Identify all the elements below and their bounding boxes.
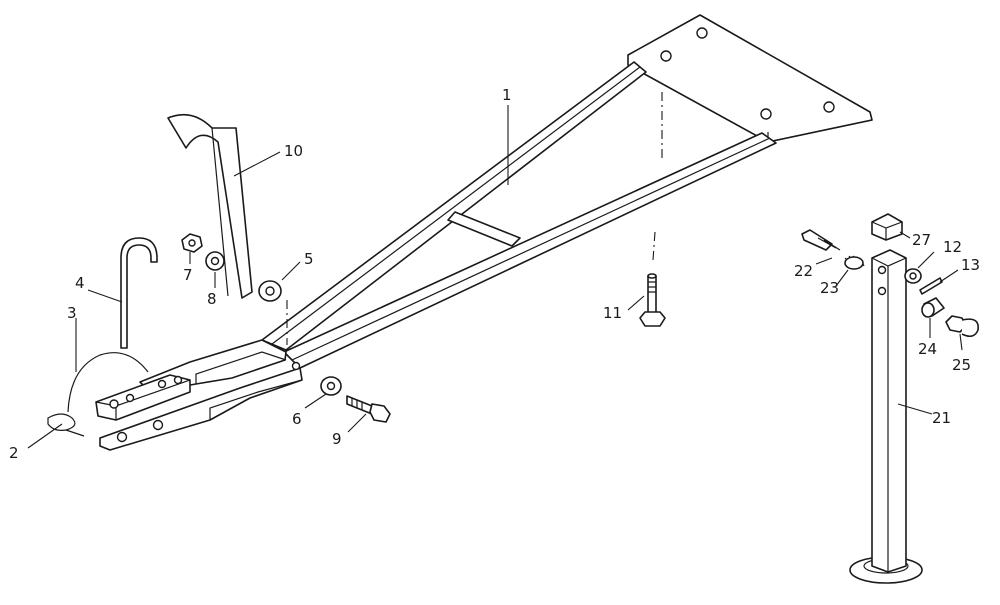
callout-11: 11 — [603, 304, 622, 322]
callout-21: 21 — [932, 409, 951, 427]
callout-24: 24 — [918, 340, 937, 358]
callout-25: 25 — [952, 356, 971, 374]
hex-bolt — [346, 395, 391, 423]
bushing — [921, 297, 945, 318]
callout-7: 7 — [183, 266, 193, 284]
compression-spring — [844, 255, 865, 270]
hitch-coupling-block — [95, 374, 191, 421]
roll-pin — [919, 277, 943, 295]
callout-6: 6 — [292, 410, 302, 428]
callout-8: 8 — [207, 290, 217, 308]
locking-pin — [801, 229, 841, 251]
mounting-bolt — [639, 273, 666, 327]
eye-nut — [945, 315, 979, 338]
callout-5: 5 — [304, 250, 314, 268]
hook-pin — [120, 237, 158, 349]
jack-stand — [849, 249, 923, 584]
retaining-ring — [67, 352, 149, 413]
flat-washer-lower — [320, 376, 342, 396]
callout-10: 10 — [284, 142, 303, 160]
callout-3: 3 — [67, 304, 77, 322]
callout-4: 4 — [75, 274, 85, 292]
callout-2: 2 — [9, 444, 19, 462]
leader-lines — [27, 105, 963, 449]
callout-22: 22 — [794, 262, 813, 280]
callout-9: 9 — [332, 430, 342, 448]
stand-cap — [871, 213, 903, 241]
bolt-axis-line — [652, 231, 656, 261]
callout-23: 23 — [820, 279, 839, 297]
callout-13: 13 — [961, 256, 980, 274]
callout-labels: 1 2 3 4 5 6 7 8 9 10 11 12 13 21 22 23 2… — [9, 86, 980, 462]
callout-12: 12 — [943, 238, 962, 256]
spring-clip — [47, 413, 85, 437]
stand-washer — [904, 268, 922, 284]
lock-washer — [205, 251, 225, 271]
support-bracket — [167, 113, 253, 299]
hex-nut — [181, 233, 203, 253]
drawbar-frame — [99, 14, 873, 451]
callout-1: 1 — [502, 86, 512, 104]
callout-27: 27 — [912, 231, 931, 249]
flat-washer-upper — [258, 280, 282, 302]
